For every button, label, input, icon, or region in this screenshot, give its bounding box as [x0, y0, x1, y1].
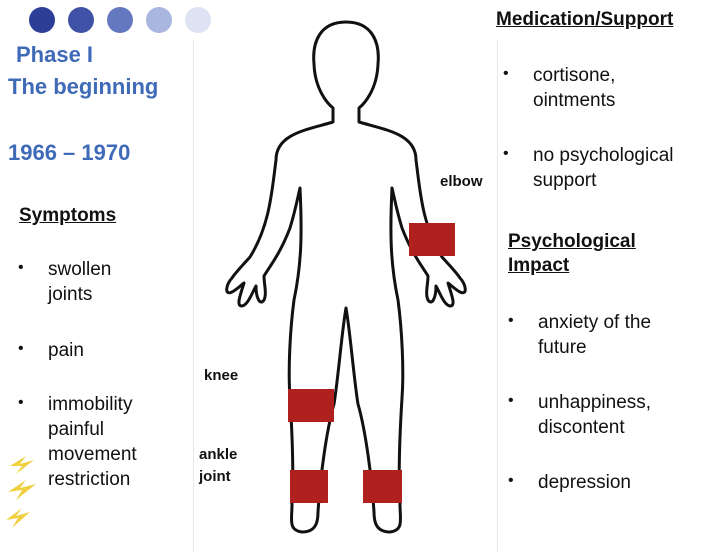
- elbow-marker: [409, 223, 455, 256]
- knee-marker: [288, 389, 334, 422]
- knee-label: knee: [204, 366, 238, 386]
- medication-heading: Medication/Support: [496, 8, 673, 32]
- ankle-marker-left: [290, 470, 328, 503]
- elbow-label: elbow: [440, 172, 483, 192]
- column-divider-right: [497, 40, 498, 552]
- progress-dot-1: [29, 7, 55, 33]
- medication-item: cortisone, ointments: [533, 63, 643, 113]
- progress-dot-2: [68, 7, 94, 33]
- phase-years: 1966 – 1970: [8, 138, 130, 167]
- psych-impact-item: unhappiness, discontent: [538, 390, 688, 440]
- column-divider-left: [193, 40, 194, 552]
- symptom-item: pain: [48, 338, 148, 363]
- phase-title: Phase I: [16, 40, 93, 69]
- psych-impact-item: depression: [538, 470, 688, 495]
- lightning-spark-icon: [4, 452, 40, 532]
- symptom-item: swollen joints: [48, 257, 148, 307]
- psych-impact-item: anxiety of the future: [538, 310, 688, 360]
- progress-dot-4: [146, 7, 172, 33]
- psych-impact-heading: Psychological Impact: [508, 230, 678, 278]
- ankle-joint-label: ankle joint: [199, 444, 259, 488]
- phase-subtitle: The beginning: [8, 72, 158, 101]
- medication-item: no psychological support: [533, 143, 708, 193]
- symptom-item: immobility painful movement restriction: [48, 392, 163, 492]
- progress-dot-3: [107, 7, 133, 33]
- ankle-marker-right: [363, 470, 402, 503]
- symptoms-heading: Symptoms: [19, 204, 116, 228]
